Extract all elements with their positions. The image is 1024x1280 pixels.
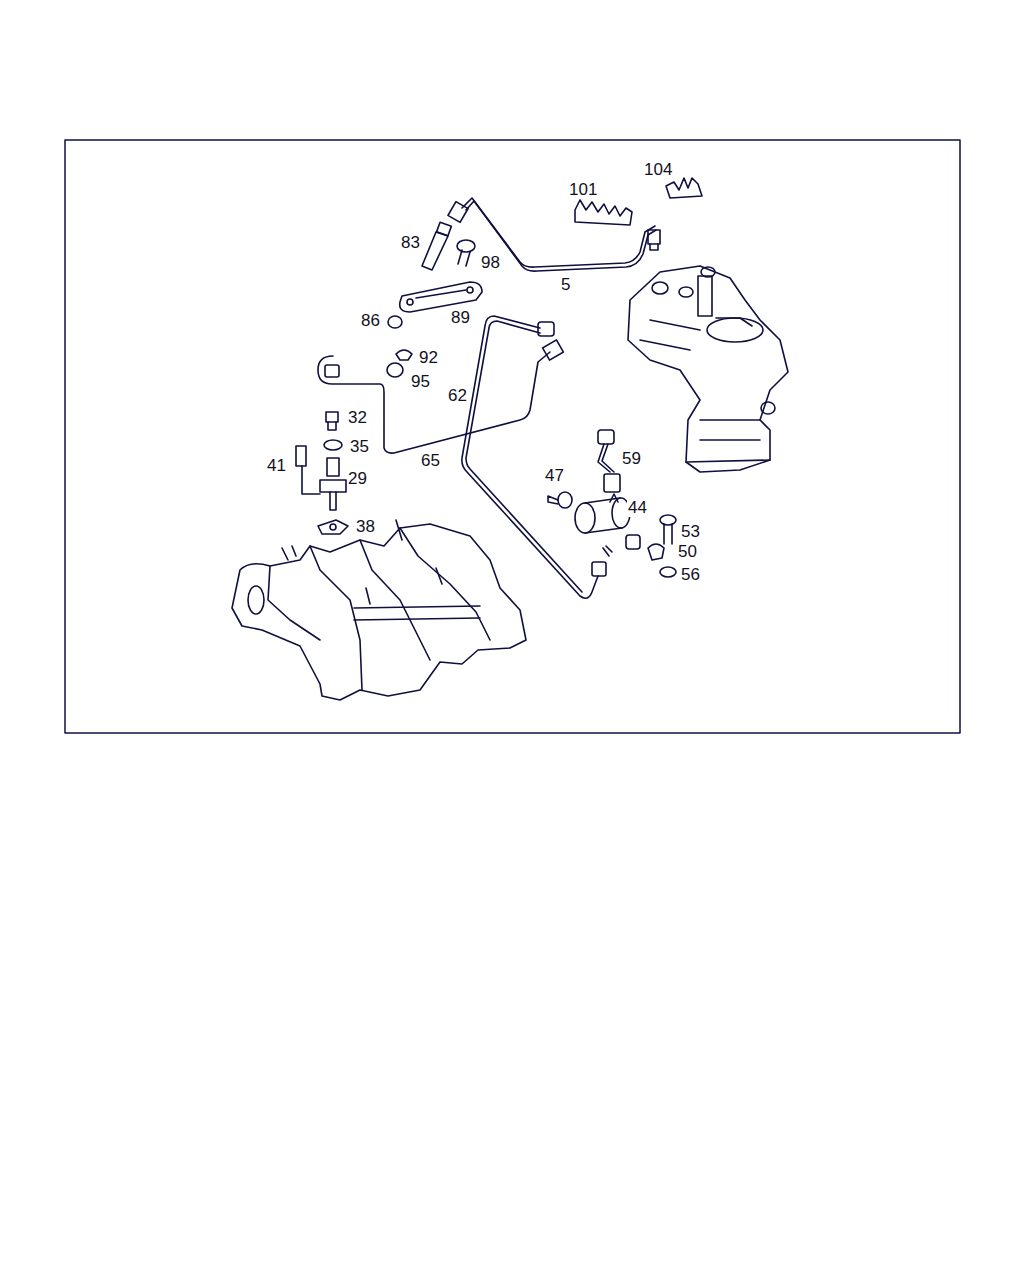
callout-number: 29 [347, 469, 368, 488]
clamp [396, 350, 412, 360]
callout-number: 59 [621, 449, 642, 468]
callout-number: 104 [643, 160, 673, 179]
clip [666, 178, 702, 198]
nut [387, 363, 403, 377]
frame [65, 140, 960, 733]
clip [575, 200, 632, 225]
throttle-body [628, 266, 788, 472]
bolt [660, 515, 676, 544]
fuel-line [598, 430, 620, 492]
callout-number: 62 [447, 386, 468, 405]
fuel-line [448, 198, 660, 271]
callout-number: 89 [450, 308, 471, 327]
callout-number: 32 [347, 408, 368, 427]
callout-number: 35 [349, 437, 370, 456]
callout-number: 50 [677, 542, 698, 561]
clamp [648, 544, 664, 560]
callout-number: 95 [410, 372, 431, 391]
callout-number: 83 [400, 233, 421, 252]
callout-number: 53 [680, 522, 701, 541]
callout-number: 101 [568, 180, 598, 199]
callout-number: 98 [480, 253, 501, 272]
callout-number: 56 [680, 565, 701, 584]
fuel-line [462, 316, 606, 598]
callout-number: 5 [560, 275, 571, 294]
intake-manifold [232, 520, 526, 700]
bolt [548, 492, 572, 508]
fitting [422, 222, 451, 270]
washer [660, 567, 676, 577]
callout-number: 92 [418, 348, 439, 367]
callout-number: 86 [360, 311, 381, 330]
bolt [457, 240, 475, 266]
callout-number: 41 [266, 456, 287, 475]
nut [388, 316, 402, 328]
callout-number: 65 [420, 451, 441, 470]
callout-number: 38 [355, 517, 376, 536]
callout-number: 47 [544, 466, 565, 485]
fuel-injector [296, 412, 348, 534]
callout-number: 44 [627, 498, 648, 517]
